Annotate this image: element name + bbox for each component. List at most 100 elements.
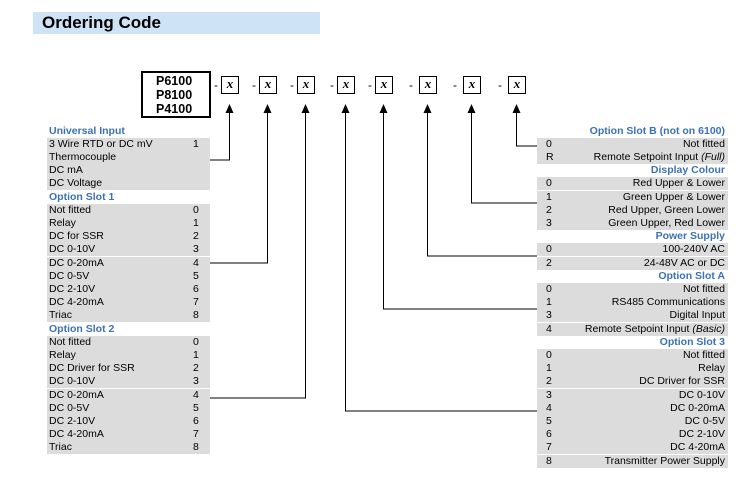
option-label: Not fitted xyxy=(49,335,92,348)
option-code: 4 xyxy=(193,256,199,269)
option-label: Transmitter Power Supply xyxy=(604,454,725,467)
option-code: 1 xyxy=(193,348,199,361)
option-code: 0 xyxy=(193,203,199,216)
option-note: (Basic) xyxy=(692,322,725,335)
option-code: 0 xyxy=(546,282,552,295)
option-code: 8 xyxy=(546,454,552,467)
option-code: 5 xyxy=(193,269,199,282)
separator-dash: - xyxy=(290,78,294,92)
model-box: P6100 P8100 P4100 xyxy=(141,71,211,118)
group-heading: Display Colour xyxy=(650,164,725,177)
option-label: Remote Setpoint Input (Basic) xyxy=(584,322,725,335)
separator-dash: - xyxy=(453,78,457,92)
code-position-box: x xyxy=(337,76,355,94)
option-row: Remote Setpoint Input (Basic) 4 xyxy=(537,322,728,336)
option-label: Not fitted xyxy=(682,137,725,150)
option-label: Triac xyxy=(49,309,72,322)
option-code: 1 xyxy=(546,362,552,375)
code-position-box: x xyxy=(221,76,239,94)
option-label: RS485 Communications xyxy=(611,296,725,309)
option-code: 3 xyxy=(546,216,552,229)
option-label: DC 0-20mA xyxy=(670,401,725,414)
option-row: Transmitter Power Supply 8 xyxy=(537,454,728,468)
option-label: DC Voltage xyxy=(49,177,103,190)
option-label: Digital Input xyxy=(669,309,725,322)
option-note: (Full) xyxy=(701,150,725,163)
option-code: 6 xyxy=(193,282,199,295)
option-code: 3 xyxy=(546,309,552,322)
option-code: 0 xyxy=(546,243,552,256)
option-label: Red Upper & Lower xyxy=(632,177,725,190)
option-code: 3 xyxy=(193,375,199,388)
option-label: Not fitted xyxy=(682,282,725,295)
option-row: Not fitted 0 xyxy=(537,282,728,297)
group-heading: Option Slot 3 xyxy=(659,335,725,348)
option-code: 4 xyxy=(546,322,552,335)
option-label: DC 0-10V xyxy=(678,388,725,401)
option-code: 7 xyxy=(546,441,552,454)
option-label: DC 0-10V xyxy=(49,243,96,256)
option-code: 1 xyxy=(546,190,552,203)
code-position-box: x xyxy=(508,76,526,94)
separator-dash: - xyxy=(409,78,413,92)
option-label: DC for SSR xyxy=(49,230,104,243)
option-code: 4 xyxy=(193,388,199,401)
option-label: DC Driver for SSR xyxy=(639,375,725,388)
option-label: DC 0-5V xyxy=(684,414,725,427)
option-label: DC 0-10V xyxy=(49,375,96,388)
model-p4100: P4100 xyxy=(156,102,193,116)
option-code: 0 xyxy=(546,348,552,361)
page-title: Ordering Code xyxy=(42,13,162,32)
option-code: 0 xyxy=(546,177,552,190)
option-label: Relay xyxy=(698,362,725,375)
option-row: DC 0-10V 3 xyxy=(537,388,728,402)
option-code: 6 xyxy=(193,414,199,427)
option-label: Not fitted xyxy=(682,348,725,361)
option-row: DC 2-10V 6 xyxy=(47,282,210,297)
code-position-box: x xyxy=(463,76,481,94)
option-label: DC 0-5V xyxy=(49,269,90,282)
option-label: Green Upper & Lower xyxy=(622,190,725,203)
code-position-box: x xyxy=(419,76,437,94)
option-row: DC 0-5V 5 xyxy=(537,414,728,429)
option-code: 3 xyxy=(546,388,552,401)
option-label: DC 2-10V xyxy=(49,282,96,295)
option-row: Remote Setpoint Input (Full)R xyxy=(537,150,728,165)
option-row: Not fitted 0 xyxy=(537,348,728,363)
option-row: Not fitted 0 xyxy=(47,335,210,349)
group-heading: Option Slot B (not on 6100) xyxy=(589,124,725,137)
option-label: DC 0-5V xyxy=(49,401,90,414)
option-code: 5 xyxy=(546,414,552,427)
option-code: 2 xyxy=(546,256,552,269)
separator-dash: - xyxy=(252,78,256,92)
option-code: 2 xyxy=(546,203,552,216)
option-code: 2 xyxy=(546,375,552,388)
group-heading: Option Slot 2 xyxy=(49,322,115,335)
option-label: DC 0-20mA xyxy=(49,256,104,269)
separator-dash: - xyxy=(214,78,218,92)
option-row: DC Driver for SSR 2 xyxy=(537,375,728,389)
option-code: 0 xyxy=(193,335,199,348)
option-code: 3 xyxy=(193,243,199,256)
model-p6100: P6100 xyxy=(156,74,193,88)
separator-dash: - xyxy=(368,78,372,92)
group-heading: Option Slot A xyxy=(658,269,725,282)
option-row: DC 0-20mA 4 xyxy=(47,256,210,270)
